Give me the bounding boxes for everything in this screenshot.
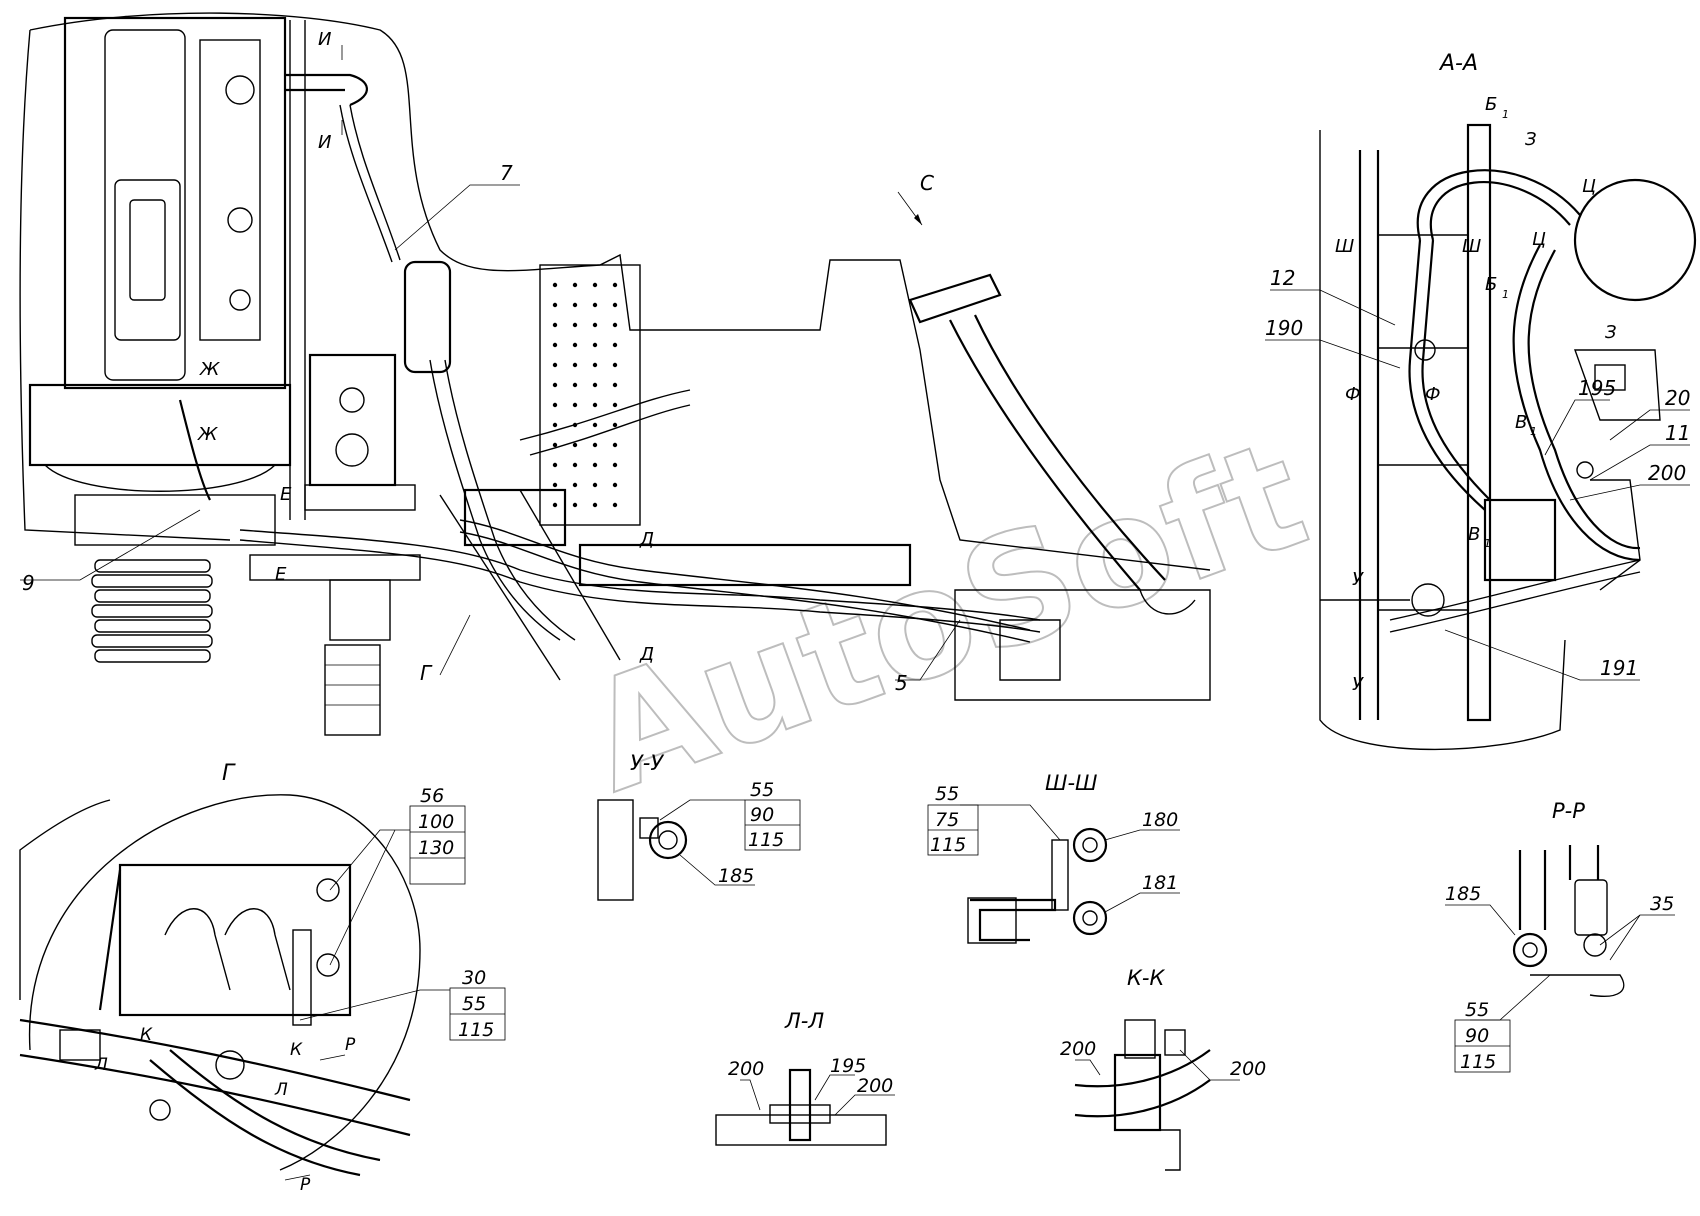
g-stack-top-130: 130 <box>418 837 454 859</box>
ll-callout-195: 195 <box>830 1055 866 1077</box>
section-zh-bottom: Ж <box>197 424 218 445</box>
bellows <box>91 559 213 663</box>
aa-v1-bottom-sub: 1 <box>1484 537 1491 550</box>
aa-callout-12: 12 <box>1270 266 1295 290</box>
pp-callout-185: 185 <box>1445 883 1481 905</box>
section-shsh: Ш-Ш 55 75 115 180 181 <box>927 771 1180 944</box>
tank-top <box>578 543 912 587</box>
g-stack-bottom-30: 30 <box>462 967 486 989</box>
g-label-k2: К <box>290 1040 303 1060</box>
valve-block <box>463 488 567 547</box>
g-stack-bottom-115: 115 <box>458 1019 494 1041</box>
callout-9: 9 <box>22 571 35 595</box>
g-label-p1: Р <box>345 1035 356 1055</box>
section-ll: Л-Л 200 195 200 <box>715 1009 895 1146</box>
kk-callout-200-right: 200 <box>1230 1058 1266 1080</box>
aa-v1-top: В <box>1515 412 1527 433</box>
aa-sh-right: Ш <box>1462 236 1481 257</box>
callout-5: 5 <box>895 671 908 695</box>
g-label-p2: Р <box>300 1175 311 1195</box>
section-uu: У-У 55 90 115 185 <box>597 751 801 901</box>
section-pp-title: Р-Р <box>1552 799 1585 823</box>
detail-g-marker: Г <box>420 661 433 685</box>
section-kk-title: К-К <box>1127 966 1165 990</box>
section-d-bottom: Д <box>639 644 654 665</box>
aa-z-top: З <box>1525 129 1537 150</box>
section-zh-top: Ж <box>199 359 220 380</box>
aa-u-top: У <box>1352 569 1364 590</box>
detail-g: Г 56 100 130 30 55 115 К К Л Л <box>19 761 506 1195</box>
shsh-stack-75: 75 <box>935 809 959 831</box>
shsh-callout-180: 180 <box>1142 809 1178 831</box>
uu-stack-90: 90 <box>750 804 774 826</box>
ll-callout-200-left: 200 <box>728 1058 764 1080</box>
callout-7: 7 <box>500 161 513 185</box>
g-stack-bottom-55: 55 <box>462 993 486 1015</box>
section-aa: А-А Б 1 Б 1 З З Ц Ц Ш Ш Ф <box>1265 51 1697 751</box>
aa-u-bottom: У <box>1352 674 1364 695</box>
aa-b1-bottom: Б <box>1485 274 1497 295</box>
aa-f-right: Ф <box>1425 384 1441 405</box>
filter-canister <box>403 260 452 374</box>
section-e-top: Е <box>280 484 292 505</box>
pp-stack-115: 115 <box>1460 1051 1496 1073</box>
shsh-stack-55: 55 <box>935 783 959 805</box>
aa-sh-left: Ш <box>1335 236 1354 257</box>
section-uu-title: У-У <box>630 751 664 775</box>
view-c-label: С <box>920 171 934 195</box>
aa-solenoid-valve <box>1483 498 1557 582</box>
detail-g-valve-body <box>118 863 352 1017</box>
aa-f-left: Ф <box>1345 384 1361 405</box>
uu-stack-55: 55 <box>750 779 774 801</box>
watermark: AutoSoft <box>566 408 1326 827</box>
aa-callout-195: 195 <box>1578 376 1616 400</box>
shsh-callout-181: 181 <box>1142 872 1178 894</box>
aa-callout-190: 190 <box>1265 316 1303 340</box>
detail-g-title: Г <box>222 761 236 786</box>
aa-callout-200: 200 <box>1648 461 1686 485</box>
g-label-k1: К <box>140 1025 153 1045</box>
section-kk: К-К 200 200 <box>1060 966 1266 1171</box>
aa-v1-bottom: В <box>1468 524 1480 545</box>
g-stack-top-56: 56 <box>420 785 444 807</box>
aa-tank <box>1573 178 1697 302</box>
section-d-top: Д <box>639 529 654 550</box>
aa-column <box>1466 123 1492 722</box>
g-stack-top-100: 100 <box>418 811 454 833</box>
aa-b1-bottom-sub: 1 <box>1502 288 1509 301</box>
aa-ts-top: Ц <box>1582 176 1596 197</box>
uu-callout-185: 185 <box>718 865 754 887</box>
engine-block <box>63 16 287 390</box>
aa-callout-191: 191 <box>1600 656 1638 680</box>
aa-callout-11: 11 <box>1665 421 1690 445</box>
shsh-stack-115: 115 <box>930 834 966 856</box>
section-pp: Р-Р 185 35 55 90 115 <box>1445 799 1675 1073</box>
g-label-l2: Л <box>274 1080 288 1100</box>
aa-b1-top: Б <box>1485 94 1497 115</box>
uu-stack-115: 115 <box>748 829 784 851</box>
section-i-bottom: И <box>318 132 331 153</box>
aa-z-bottom: З <box>1605 322 1617 343</box>
pp-callout-35: 35 <box>1650 893 1674 915</box>
section-ll-title: Л-Л <box>784 1009 824 1033</box>
aa-v1-top-sub: 1 <box>1530 425 1537 438</box>
main-view: 7 9 5 С И И Ж Ж Е Е Д Д Г <box>19 12 1211 736</box>
section-shsh-title: Ш-Ш <box>1045 771 1098 795</box>
section-aa-title: А-А <box>1438 51 1478 76</box>
kk-callout-200-left: 200 <box>1060 1038 1096 1060</box>
aa-ts-bottom: Ц <box>1532 229 1546 250</box>
perforated-panel <box>539 264 641 526</box>
aa-b1-top-sub: 1 <box>1502 108 1509 121</box>
aa-callout-20: 20 <box>1665 386 1690 410</box>
section-i-top: И <box>318 29 331 50</box>
ll-callout-200-right: 200 <box>857 1075 893 1097</box>
pp-stack-90: 90 <box>1465 1025 1489 1047</box>
section-e-bottom: Е <box>275 564 287 585</box>
g-label-l1: Л <box>94 1055 108 1075</box>
pp-stack-55: 55 <box>1465 999 1489 1021</box>
